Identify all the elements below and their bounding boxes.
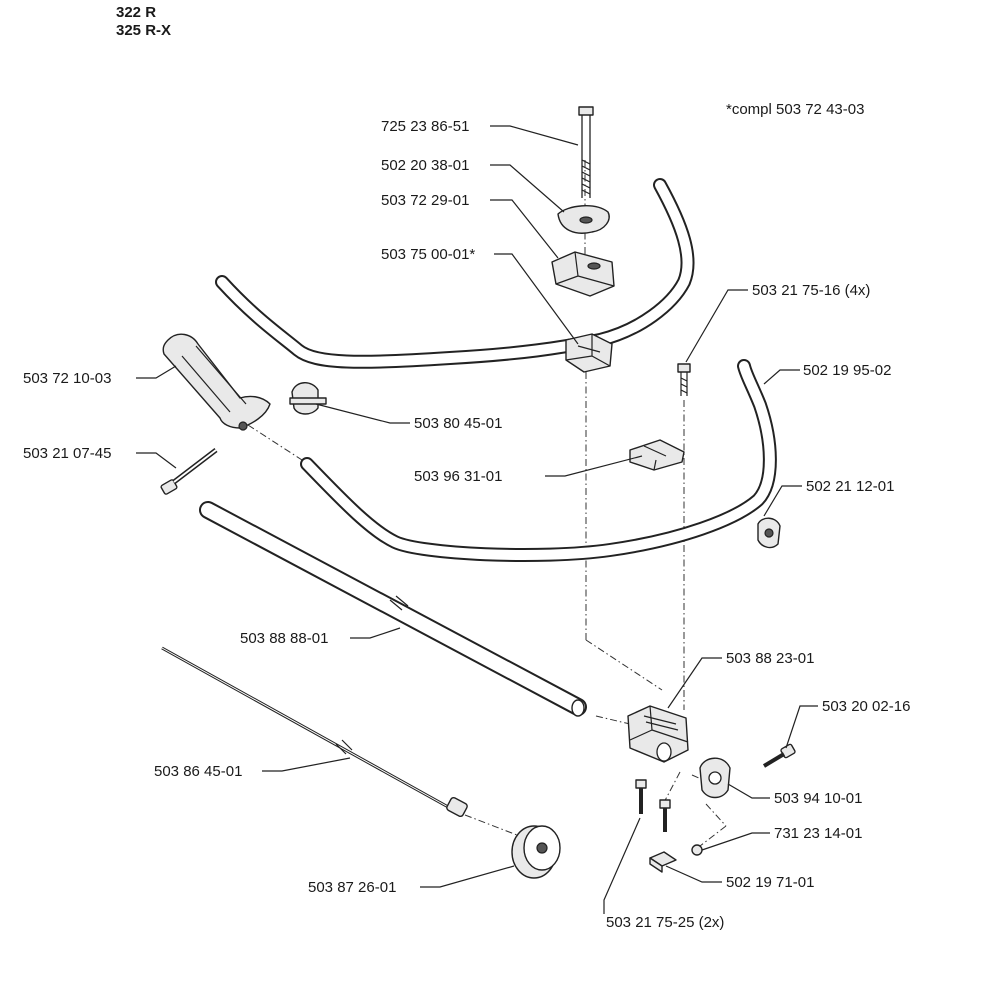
part-label-502203801: 502 20 38-01 xyxy=(381,157,470,174)
part-label-503722901: 503 72 29-01 xyxy=(381,192,470,209)
part-label-503804501: 503 80 45-01 xyxy=(414,415,503,432)
part-label-503200216: 503 20 02-16 xyxy=(822,698,911,715)
square-nut xyxy=(649,851,677,873)
upper-handlebar xyxy=(215,178,695,369)
hex-nut xyxy=(691,844,703,856)
part-label-502199502: 502 19 95-02 xyxy=(803,362,892,379)
part-label-502197101: 502 19 71-01 xyxy=(726,874,815,891)
part-label-503721003: 503 72 10-03 xyxy=(23,370,112,387)
wing-knob xyxy=(557,205,610,234)
model-label-322r: 322 R xyxy=(116,4,157,21)
shaft-tube xyxy=(199,501,587,717)
part-label-503963101: 503 96 31-01 xyxy=(414,468,503,485)
part-label-503882301: 503 88 23-01 xyxy=(726,650,815,667)
screw-503210745 xyxy=(160,448,218,495)
part-label-503750001: 503 75 00-01* xyxy=(381,246,476,263)
screws-503217525 xyxy=(635,779,671,832)
bracket-503963101 xyxy=(629,439,685,471)
part-label-503941001: 503 94 10-01 xyxy=(774,790,863,807)
part-label-503210745: 503 21 07-45 xyxy=(23,445,112,462)
model-label-325rx: 325 R-X xyxy=(116,22,172,39)
clip-502211201 xyxy=(757,517,781,549)
leader-lines xyxy=(136,125,818,914)
screw-50321751 xyxy=(677,363,691,396)
bracket-503804501 xyxy=(289,382,327,415)
bolt-725238651 xyxy=(578,106,594,198)
shaft-coupling xyxy=(511,825,561,879)
part-label-503217516: 503 21 75-16 (4x) xyxy=(752,282,871,299)
part-label-503864501: 503 86 45-01 xyxy=(154,763,243,780)
part-label-503217525: 503 21 75-25 (2x) xyxy=(606,914,725,931)
part-label-502211201: 502 21 12-01 xyxy=(806,478,895,495)
drive-shaft xyxy=(161,646,468,818)
clamp-cap xyxy=(551,251,615,297)
part-label-725238651: 725 23 86-51 xyxy=(381,118,470,135)
part-label-731231401: 731 23 14-01 xyxy=(774,825,863,842)
screw-503200216 xyxy=(762,743,796,768)
complete-assembly-note: *compl 503 72 43-03 xyxy=(726,101,865,118)
handle-grip xyxy=(162,333,271,431)
part-label-503888801: 503 88 88-01 xyxy=(240,630,329,647)
clamp-503941001 xyxy=(699,757,731,799)
part-label-503872601: 503 87 26-01 xyxy=(308,879,397,896)
shaft-housing xyxy=(627,705,689,763)
loop-handle xyxy=(300,359,777,563)
